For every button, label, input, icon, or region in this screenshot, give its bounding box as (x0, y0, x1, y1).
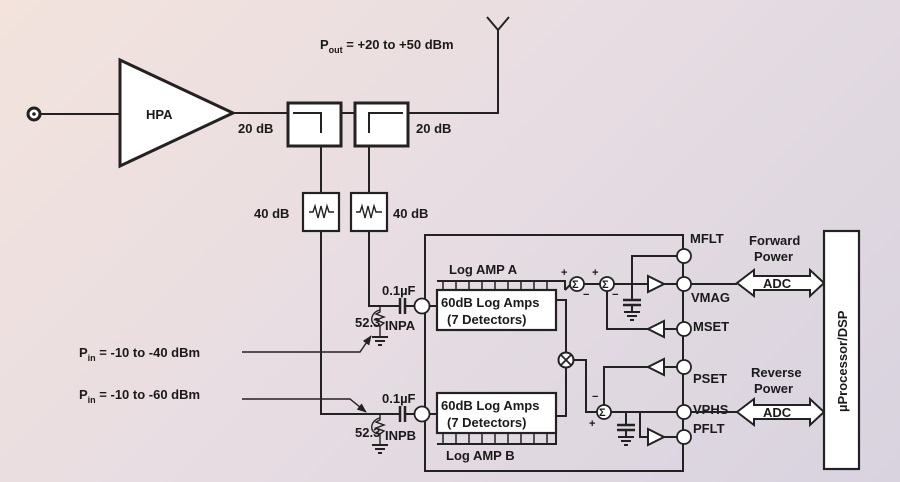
rf-input-port (26, 106, 42, 122)
cap-mag-icon (623, 284, 641, 321)
reverse-label-2: Power (754, 381, 793, 396)
ic-outline (424, 234, 684, 472)
sum2-plus: + (592, 267, 598, 279)
sum3-minus: − (592, 391, 598, 403)
pin-b-arrow (242, 398, 367, 413)
attenuator-left-db: 40 dB (254, 206, 289, 221)
antenna-icon (486, 16, 510, 32)
summer-3-icon: Σ (596, 404, 612, 420)
reverse-label-1: Reverse (751, 365, 802, 380)
log-amp-b-detector-taps (442, 433, 548, 444)
log-amp-b-bus (437, 433, 557, 445)
vmag-label: VMAG (691, 290, 730, 305)
inpa-label: INPA (385, 318, 416, 333)
attenuator-right (349, 191, 389, 233)
log-amp-b-box (435, 391, 558, 435)
phase-det-output-wire (573, 359, 597, 413)
inpa-pin (413, 297, 431, 315)
forward-label-1: Forward (749, 233, 800, 248)
svg-text:Σ: Σ (599, 407, 606, 419)
log-amp-b-line1: 60dB Log Amps (441, 398, 539, 413)
log-amp-a-bus (437, 280, 566, 290)
hpa-label: HPA (146, 107, 173, 122)
vphs-label: VPHS (693, 402, 729, 417)
log-amp-a-line1: 60dB Log Amps (441, 295, 539, 310)
pflt-label: PFLT (693, 421, 725, 436)
cap-a-label: 0.1µF (382, 283, 416, 298)
svg-text:Σ: Σ (602, 279, 609, 291)
log-amp-a-title: Log AMP A (449, 262, 518, 277)
pflt-pin (676, 429, 692, 445)
sum1-minus: − (583, 289, 589, 301)
output-power-label: Pout = +20 to +50 dBm (320, 37, 454, 55)
attenuator-right-db: 40 dB (393, 206, 428, 221)
log-amp-b-title: Log AMP B (446, 448, 515, 463)
cap-b-label: 0.1µF (382, 391, 416, 406)
coupler-left (286, 101, 343, 148)
pflt-wire (639, 412, 648, 438)
mset-buffer (645, 319, 665, 339)
pin-b-label: Pin = -10 to -60 dBm (79, 387, 200, 405)
res-b-label: 52.3 (355, 425, 380, 440)
summer-1-icon: Σ (569, 276, 585, 292)
mset-pin (676, 321, 692, 337)
adc-forward-label: ADC (763, 276, 792, 291)
log-amp-b-line2: (7 Detectors) (447, 415, 526, 430)
ground-b-icon (372, 444, 388, 454)
limiter-b-wire (556, 364, 567, 417)
svg-text:Σ: Σ (572, 279, 579, 291)
vmag-buffer (647, 274, 667, 294)
pset-label: PSET (693, 371, 727, 386)
inpb-pin (413, 405, 431, 423)
capacitor-a (398, 298, 407, 314)
sum1-plus: + (561, 267, 567, 279)
vmag-pin (676, 276, 692, 292)
output-wire (408, 30, 499, 114)
pset-feedback-wire (603, 366, 648, 405)
vphs-pin (676, 404, 692, 420)
log-amp-a-line2: (7 Detectors) (447, 312, 526, 327)
hpa-triangle (118, 57, 237, 169)
log-amp-a-box (435, 288, 558, 332)
resistor-a (371, 306, 386, 336)
mflt-pin (676, 248, 692, 264)
res-a-label: 52.3 (355, 315, 380, 330)
sum2-minus: − (612, 289, 618, 301)
pset-buffer (645, 357, 665, 377)
coupler-left-db: 20 dB (238, 121, 273, 136)
limiter-a-wire (556, 299, 567, 356)
cap-phase-icon (617, 412, 635, 446)
processor-box (822, 229, 861, 471)
capacitor-b (398, 406, 407, 422)
mflt-label: MFLT (690, 231, 724, 246)
processor-label: µProcessor/DSP (835, 310, 850, 412)
mset-label: MSET (693, 319, 729, 334)
attenuator-left (301, 191, 341, 233)
forward-label-2: Power (754, 249, 793, 264)
mflt-wire (631, 255, 677, 284)
pin-a-arrow (242, 335, 372, 353)
inpb-label: INPB (385, 428, 416, 443)
mset-feedback-wire (606, 291, 648, 330)
ground-a-icon (372, 336, 388, 346)
wire-to-inpa (368, 231, 400, 307)
coupler-right (353, 101, 410, 148)
pset-pin (676, 359, 692, 375)
adc-reverse-label: ADC (763, 405, 792, 420)
pin-a-label: Pin = -10 to -40 dBm (79, 345, 200, 363)
pflt-buffer (647, 427, 667, 447)
phase-detector-icon (557, 351, 575, 369)
coupler-right-db: 20 dB (416, 121, 451, 136)
wire-to-inpb (320, 231, 400, 415)
log-amp-a-detector-taps (442, 281, 548, 290)
resistor-b (371, 414, 386, 444)
sum3-plus: + (589, 418, 595, 430)
